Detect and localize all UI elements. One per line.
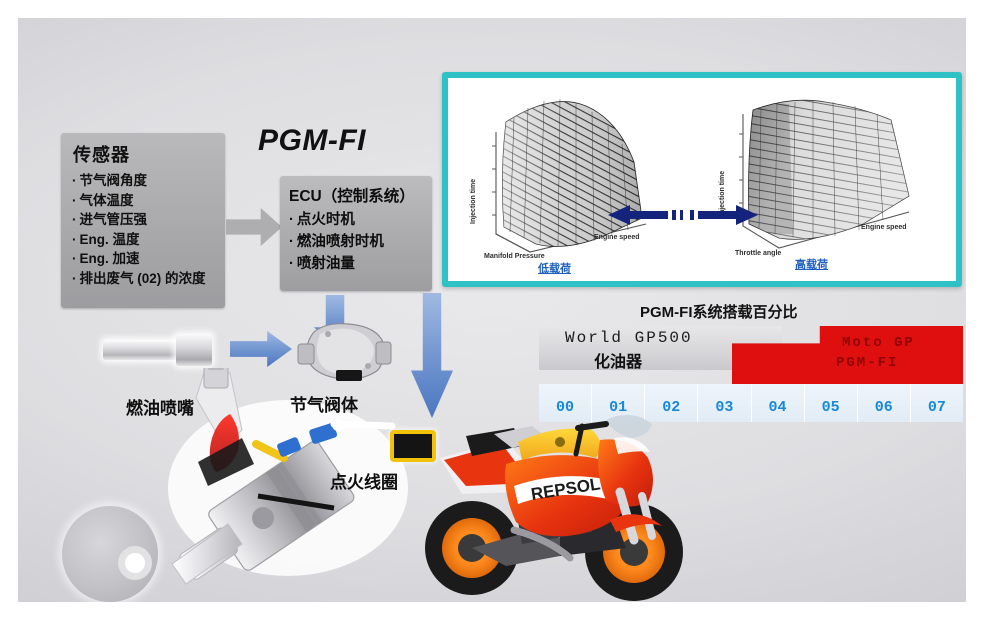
surface-chart-high-load: Injection time Throttle angle Engine spe… <box>713 84 943 279</box>
surface-plot-svg <box>492 98 647 253</box>
x-axis-label: Manifold Pressure <box>484 253 545 260</box>
crankshaft-hub-graphic <box>118 546 152 580</box>
timeline-chart: World GP500 化油器 Moto GP PGM-FI 00 01 02 … <box>539 326 963 422</box>
surface-chart-panel: Injection time Manifold Pressure Engine … <box>442 72 962 287</box>
ecu-panel: ECU（控制系统） 点火时机 燃油喷射时机 喷射油量 <box>280 176 432 291</box>
label-throttle-body: 节气阀体 <box>290 396 358 415</box>
list-item: Eng. 温度 <box>72 230 219 250</box>
timeline-year-axis: 00 01 02 03 04 05 06 07 <box>539 384 963 422</box>
year-tick: 01 <box>591 384 644 422</box>
fuel-injector-body <box>103 340 179 360</box>
low-load-tag: 低载荷 <box>538 263 571 275</box>
list-item: 点火时机 <box>289 209 384 231</box>
year-tick: 02 <box>644 384 697 422</box>
ecu-list: 点火时机 燃油喷射时机 喷射油量 <box>289 209 384 275</box>
list-item: 燃油喷射时机 <box>289 231 384 253</box>
y-axis-label: Injection time <box>470 178 477 224</box>
bar-motogp-label-line2: PGM-FI <box>836 355 899 371</box>
label-fuel-injector: 燃油喷嘴 <box>126 399 194 418</box>
motorcycle-graphic: REPSOL <box>425 414 683 601</box>
sensors-panel: 传感器 节气阀角度 气体温度 进气管压强 Eng. 温度 Eng. 加速 排出废… <box>61 133 225 308</box>
z-axis-label: Engine speed <box>861 224 907 231</box>
year-tick: 03 <box>697 384 750 422</box>
double-arrow-icon <box>608 204 758 226</box>
list-item: 喷射油量 <box>289 253 384 275</box>
high-load-tag: 高载荷 <box>795 259 828 271</box>
arrow-right-icon <box>226 208 282 246</box>
surface-chart-low-load: Injection time Manifold Pressure Engine … <box>458 84 673 279</box>
sensors-list: 节气阀角度 气体温度 进气管压强 Eng. 温度 Eng. 加速 排出废气 (0… <box>72 171 219 288</box>
year-tick: 00 <box>556 399 575 416</box>
year-tick: 07 <box>909 384 963 422</box>
year-tick: 06 <box>856 384 910 422</box>
list-item: 进气管压强 <box>72 210 219 230</box>
arrow-right-icon <box>230 331 292 367</box>
throttle-body-graphic <box>297 323 392 381</box>
bar-carburetor-label-line1: World GP500 <box>565 329 693 347</box>
year-tick: 05 <box>803 384 857 422</box>
sensors-heading: 传感器 <box>73 145 130 165</box>
timeline-title: PGM-FI系统搭载百分比 <box>640 304 798 321</box>
bar-motogp-label-line1: Moto GP <box>842 335 915 351</box>
list-item: 排出废气 (02) 的浓度 <box>72 269 219 289</box>
z-axis-label: Engine speed <box>594 234 640 241</box>
x-axis-label: Throttle angle <box>735 250 782 257</box>
bar-carburetor-label-line2: 化油器 <box>594 354 643 371</box>
label-ignition-coil: 点火线圈 <box>330 473 398 492</box>
list-item: 气体温度 <box>72 191 219 211</box>
fuel-injector-tip <box>176 334 212 366</box>
ignition-coil-graphic <box>390 430 436 462</box>
piston-assembly-graphic <box>168 368 408 585</box>
year-tick: 04 <box>750 384 804 422</box>
double-arrow-svg <box>608 205 758 225</box>
ecu-heading: ECU（控制系统） <box>289 188 415 205</box>
surface-plot-svg <box>739 99 910 249</box>
list-item: Eng. 加速 <box>72 249 219 269</box>
page-title: PGM-FI <box>258 124 366 157</box>
list-item: 节气阀角度 <box>72 171 219 191</box>
